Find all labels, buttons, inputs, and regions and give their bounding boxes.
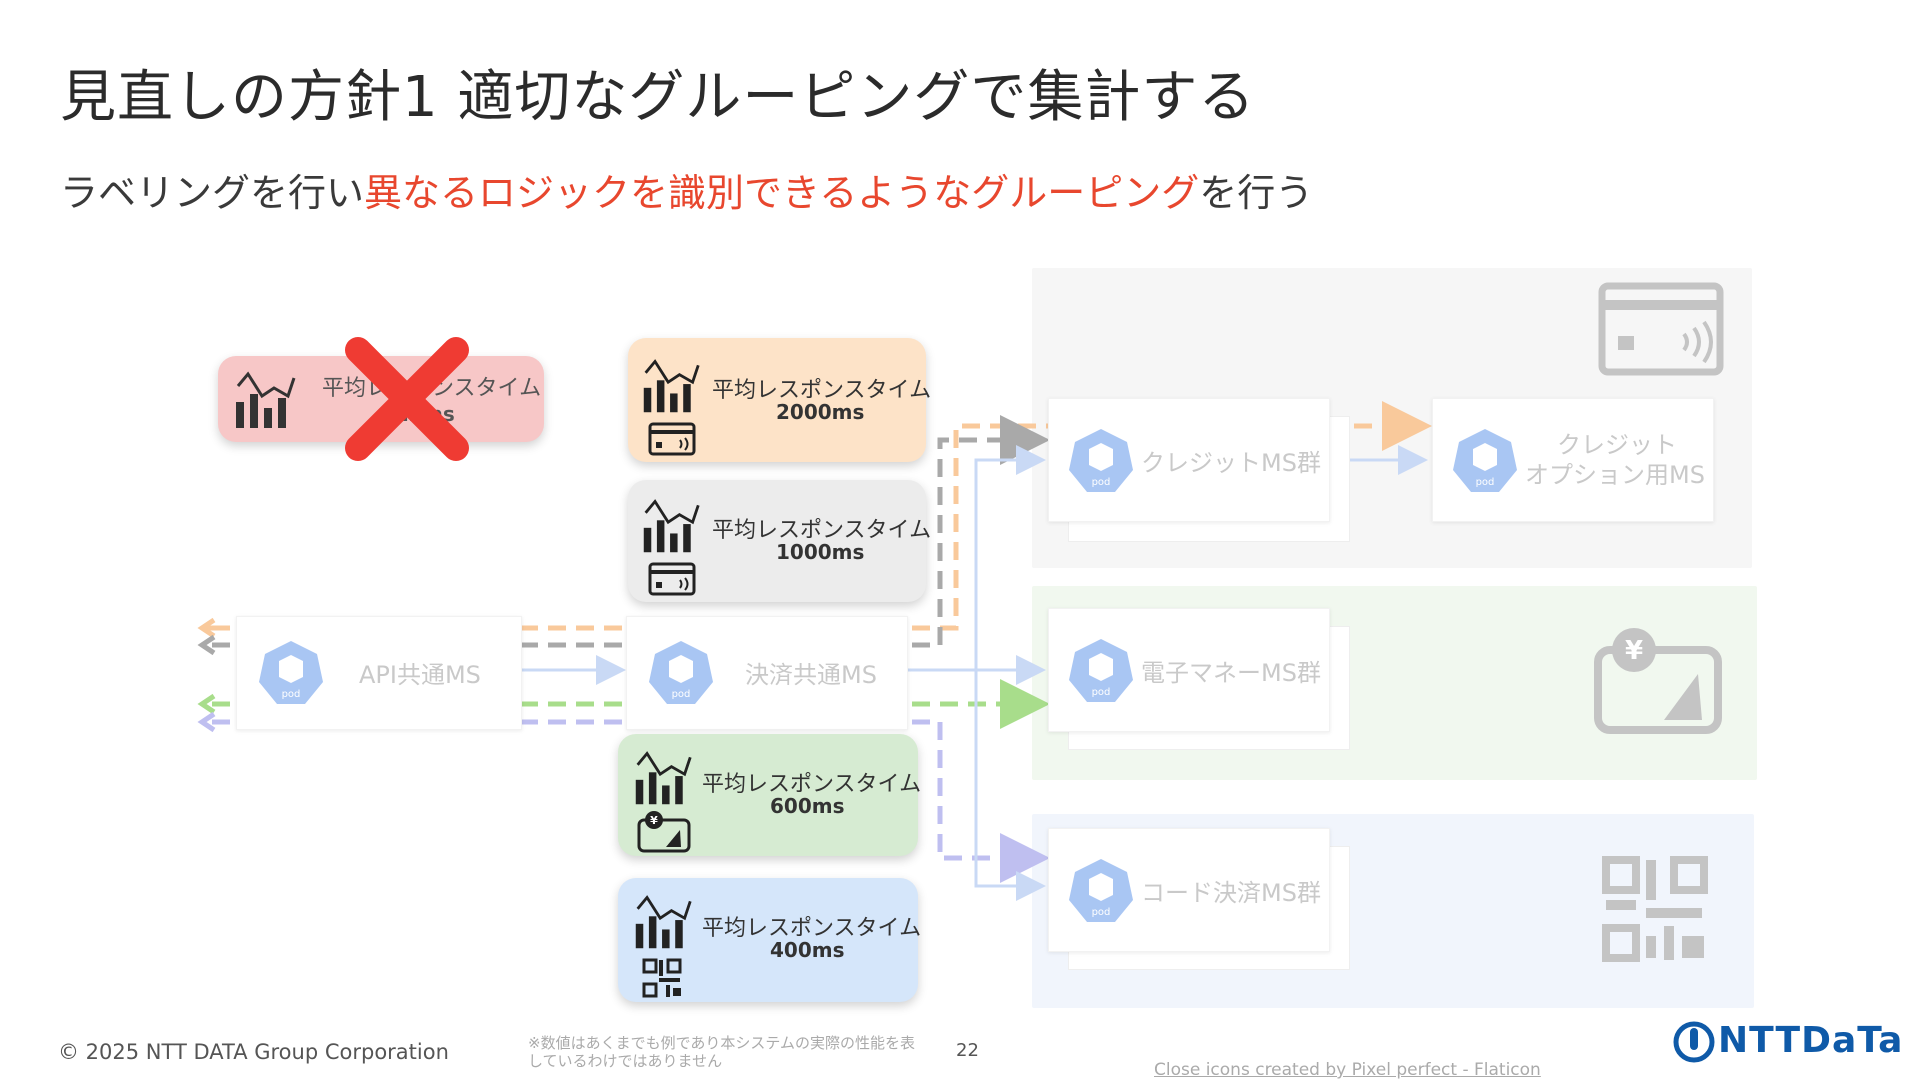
svg-text:¥: ¥ xyxy=(650,814,658,827)
page-number: 22 xyxy=(956,1040,979,1061)
emoney-card-icon: ¥ xyxy=(637,811,691,853)
credit-card-icon xyxy=(648,562,696,596)
subtitle-post: を行う xyxy=(1199,171,1314,215)
pod-tag: pod xyxy=(672,689,691,700)
ntt-data-logo-icon xyxy=(1673,1021,1715,1063)
pod-icon: pod xyxy=(1453,429,1517,492)
credit-card-icon xyxy=(648,422,696,456)
metric-value: 400ms xyxy=(770,938,845,962)
chart-icon xyxy=(635,751,692,805)
metric-title: 平均レスポンスタイム xyxy=(712,378,932,403)
chart-icon xyxy=(643,359,700,413)
metric-title: 平均レスポンスタイム xyxy=(702,772,922,797)
pod-label: コード決済MS群 xyxy=(1141,879,1321,907)
credit-card-icon xyxy=(1598,282,1724,376)
metric-title: 平均レスポンスタイム xyxy=(702,916,922,941)
pod-icon: pod xyxy=(1069,859,1133,922)
pod-icon: pod xyxy=(1069,639,1133,702)
chart-icon xyxy=(236,371,296,428)
metric-card-credit: 平均レスポンスタイム 2000ms xyxy=(628,338,931,462)
pod-tag: pod xyxy=(1476,477,1495,488)
pod-tag: pod xyxy=(1092,907,1111,918)
metric-value: 2000ms xyxy=(776,400,865,424)
pod-label-line2: オプション用MS xyxy=(1525,461,1705,489)
close-icon xyxy=(345,337,469,461)
pod-credit-group[interactable]: pod クレジットMS群 xyxy=(1048,398,1330,522)
icon-credit-link[interactable]: Close icons created by Pixel perfect - F… xyxy=(1154,1060,1541,1080)
metric-value: 600ms xyxy=(770,794,845,818)
subtitle-highlight: 異なるロジックを識別できるようなグルーピング xyxy=(364,171,1200,215)
metric-card-credit-option: 平均レスポンスタイム 1000ms xyxy=(628,480,931,602)
page-subtitle: ラベリングを行い異なるロジックを識別できるようなグルーピングを行う xyxy=(60,162,1313,217)
emoney-card-icon: ¥ xyxy=(1594,628,1722,734)
pod-label-line1: クレジット xyxy=(1557,431,1677,459)
metric-card-emoney: ¥ 平均レスポンスタイム 600ms xyxy=(618,734,922,856)
pod-tag: pod xyxy=(1092,687,1111,698)
pod-icon: pod xyxy=(649,641,713,704)
pod-label: クレジットMS群 xyxy=(1141,449,1321,477)
pod-tag: pod xyxy=(282,689,301,700)
pod-settlement-common[interactable]: pod 決済共通MS xyxy=(626,616,908,730)
chart-icon xyxy=(643,499,700,553)
metric-card-code: 平均レスポンスタイム 400ms xyxy=(618,878,922,1002)
pod-code-group[interactable]: pod コード決済MS群 xyxy=(1048,828,1330,952)
metric-title: 平均レスポンスタイム xyxy=(712,518,932,543)
svg-text:¥: ¥ xyxy=(1625,636,1643,666)
chart-icon xyxy=(635,895,692,949)
subtitle-pre: ラベリングを行い xyxy=(60,171,365,215)
ntt-data-logo: NTTDaTa xyxy=(1718,1020,1904,1061)
pod-label: 決済共通MS xyxy=(745,661,877,689)
pod-icon: pod xyxy=(1069,429,1133,492)
footer-copyright: © 2025 NTT DATA Group Corporation xyxy=(58,1040,449,1064)
pod-label: API共通MS xyxy=(359,661,481,689)
pod-credit-option[interactable]: pod クレジット オプション用MS xyxy=(1432,398,1714,522)
page-title: 見直しの方針1 適切なグルーピングで集計する xyxy=(60,65,1256,130)
metric-value: 1000ms xyxy=(776,540,865,564)
pod-icon: pod xyxy=(259,641,323,704)
qr-code-icon xyxy=(1602,856,1708,962)
footer-note: ※数値はあくまでも例であり本システムの実際の性能を表しているわけではありません xyxy=(528,1034,915,1070)
qr-code-icon xyxy=(642,958,682,998)
pod-tag: pod xyxy=(1092,477,1111,488)
pod-emoney-group[interactable]: pod 電子マネーMS群 xyxy=(1048,608,1330,732)
pod-label: 電子マネーMS群 xyxy=(1141,659,1321,687)
pod-api-common[interactable]: pod API共通MS xyxy=(236,616,522,730)
